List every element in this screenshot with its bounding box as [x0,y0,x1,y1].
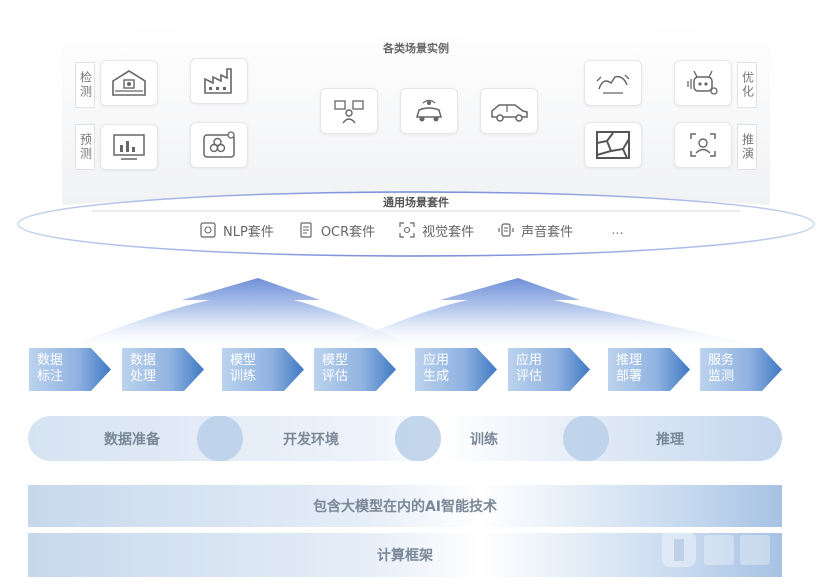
pipeline-step-label: 应用评估 [516,353,562,385]
pipeline-step-label: 模型评估 [322,353,368,385]
pipeline-step-line1: 数据 [37,353,64,368]
pipeline-step-label: 数据标注 [37,353,83,385]
stage-data-prep: 数据准备 [104,432,160,448]
robot-voice-icon [687,70,718,95]
pipeline-step-shape [314,348,396,391]
pipeline-step-shape [415,348,497,391]
audio-icon [498,223,514,237]
suite-vision[interactable]: 视觉套件 [399,221,474,240]
pipeline-step-2[interactable]: 数据处理 [122,348,204,391]
upward-arrows [60,278,780,350]
pipeline-step-line2: 评估 [516,369,543,384]
people-network-icon [334,100,364,124]
pipeline-step-line1: 应用 [423,353,450,368]
pipeline-step-3[interactable]: 模型训练 [222,348,304,391]
scene-card-people[interactable] [320,88,378,134]
suite-ocr[interactable]: OCR套件 [298,221,375,240]
scene-card-factory-house[interactable] [100,60,158,106]
pipeline-step-line1: 模型 [322,353,349,368]
arrow-right [330,278,780,350]
pipeline-step-label: 服务监测 [708,353,754,385]
scene-card-face-scan[interactable] [674,122,732,168]
suite-ocr-label: OCR套件 [320,224,376,240]
pipeline-step-label: 数据处理 [130,353,176,385]
pipeline-step-1[interactable]: 数据标注 [29,348,111,391]
scene-card-crack[interactable] [584,122,642,168]
pipeline-step-shape [608,348,690,391]
factory-house-icon [112,70,146,96]
pipeline-step-line2: 训练 [230,369,257,384]
pipeline-step-line2: 标注 [37,369,64,384]
stage-capsules: 数据准备 开发环境 训练 推理 [28,416,782,461]
pipeline-step-6[interactable]: 应用评估 [508,348,590,391]
pipeline-step-line2: 生成 [423,369,450,384]
pipeline-step-line2: 评估 [322,369,349,384]
pipeline-step-label: 模型训练 [230,353,276,385]
arrow-left [60,278,420,350]
label-inspection: 检测 [75,62,95,108]
pipeline-step-line1: 数据 [130,353,157,368]
pipeline-step-7[interactable]: 推理部署 [608,348,690,391]
factory-icon [204,68,232,94]
pipeline-step-4[interactable]: 模型评估 [314,348,396,391]
pipeline-step-shape [700,348,782,391]
scene-card-molecule[interactable] [190,122,248,168]
pipeline-step-5[interactable]: 应用生成 [415,348,497,391]
pipeline-step-line2: 部署 [616,369,643,384]
pipeline-step-8[interactable]: 服务监测 [700,348,782,391]
pipeline-step-shape [29,348,111,391]
pipeline-step-shape [122,348,204,391]
pipeline-step-shape [222,348,304,391]
ocr-icon [300,222,312,238]
crack-texture-icon [596,131,630,159]
scene-card-vehicle[interactable] [480,88,538,134]
scene-card-gesture[interactable] [584,60,642,106]
pipeline-step-label: 推理部署 [616,353,662,385]
pipeline-step-line2: 处理 [130,369,157,384]
suite-audio-label: 声音套件 [521,224,574,240]
dashboard-chart-icon [113,134,145,160]
pipeline-step-line1: 推理 [616,353,643,368]
label-deduction: 推演 [737,124,757,170]
pipeline-step-line1: 应用 [516,353,543,368]
suite-nlp-label: NLP套件 [223,224,274,240]
suite-more: ... [611,222,624,238]
pipeline-step-label: 应用生成 [423,353,469,385]
stage-dev-env: 开发环境 [283,432,339,448]
vision-icon [399,222,415,238]
label-prediction: 预测 [75,124,95,170]
pipeline-step-line1: 模型 [230,353,257,368]
suite-nlp[interactable]: NLP套件 [200,221,274,240]
nlp-icon [200,222,216,238]
suite-audio[interactable]: 声音套件 [498,221,573,240]
pipeline-step-line2: 监测 [708,369,735,384]
molecule-eye-icon [203,131,235,158]
suite-vision-label: 视觉套件 [422,224,475,240]
scene-card-autonomous-car[interactable] [400,88,458,134]
scene-card-factory[interactable] [190,58,248,104]
pipeline-step-shape [508,348,590,391]
scene-panel: 各类场景实例 检测 预测 优化 推演 [0,0,832,260]
stage-capsules-background [28,416,782,461]
scene-card-robot[interactable] [674,60,732,106]
watermark-logo [662,531,770,567]
compute-framework-band: 计算框架 [28,533,782,577]
ai-technology-band: 包含大模型在内的AI智能技术 [28,485,782,527]
face-scan-icon [690,133,716,157]
scene-card-dashboard[interactable] [100,124,158,170]
stage-training: 训练 [470,432,498,448]
hand-gesture-icon [596,74,630,94]
label-optimization: 优化 [737,62,757,108]
pipeline-step-line1: 服务 [708,353,735,368]
scene-title: 各类场景实例 [383,42,449,55]
suite-title: 通用场景套件 [383,196,449,209]
autonomous-car-icon [416,99,442,122]
stage-inference: 推理 [656,432,684,448]
suite-list: NLP套件 OCR套件 视觉套件 [200,218,624,242]
vehicle-side-icon [491,104,528,122]
